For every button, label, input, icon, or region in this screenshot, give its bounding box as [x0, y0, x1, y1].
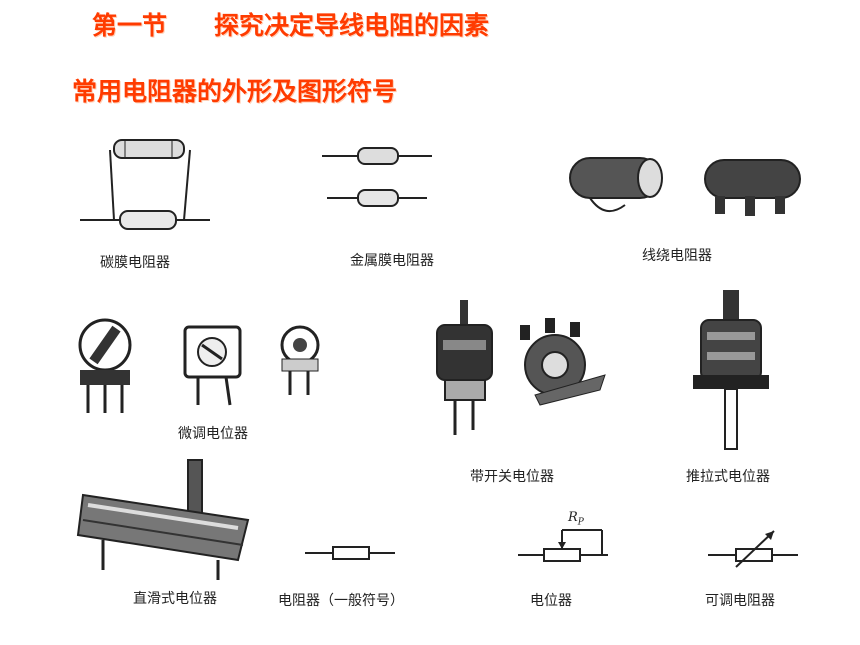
caption-switch-pot: 带开关电位器	[470, 469, 554, 485]
resistor-symbol	[305, 546, 395, 560]
caption-trimmer: 微调电位器	[178, 426, 248, 442]
rp-label-subscript: P	[577, 517, 584, 528]
push-pull-potentiometer-figure	[693, 290, 769, 450]
carbon-film-resistor-figure	[80, 139, 210, 230]
subheading: 常用电阻器的外形及图形符号	[72, 77, 398, 106]
caption-variable-symbol: 可调电阻器	[705, 593, 775, 609]
trimmer-potentiometer-figure	[78, 318, 320, 413]
variable-resistor-symbol	[708, 530, 798, 568]
section-title: 探究决定导线电阻的因素	[214, 11, 490, 40]
caption-carbon-film: 碳膜电阻器	[100, 255, 170, 271]
metal-film-resistor-figure	[322, 147, 432, 207]
caption-resistor-symbol: 电阻器（一般符号）	[278, 593, 404, 609]
potentiometer-symbol	[518, 529, 608, 562]
rp-label-main: R	[568, 510, 578, 525]
caption-metal-film: 金属膜电阻器	[350, 253, 434, 269]
caption-push-pull-pot: 推拉式电位器	[686, 469, 770, 485]
switch-potentiometer-figure	[436, 300, 606, 435]
caption-wire-wound: 线绕电阻器	[642, 248, 712, 264]
rp-label: RP	[568, 510, 584, 528]
caption-pot-symbol: 电位器	[530, 593, 572, 609]
slide-potentiometer-figure	[76, 459, 250, 580]
section-number: 第一节	[92, 11, 168, 40]
wire-wound-resistor-figure	[569, 157, 801, 216]
caption-slide-pot: 直滑式电位器	[133, 591, 217, 607]
